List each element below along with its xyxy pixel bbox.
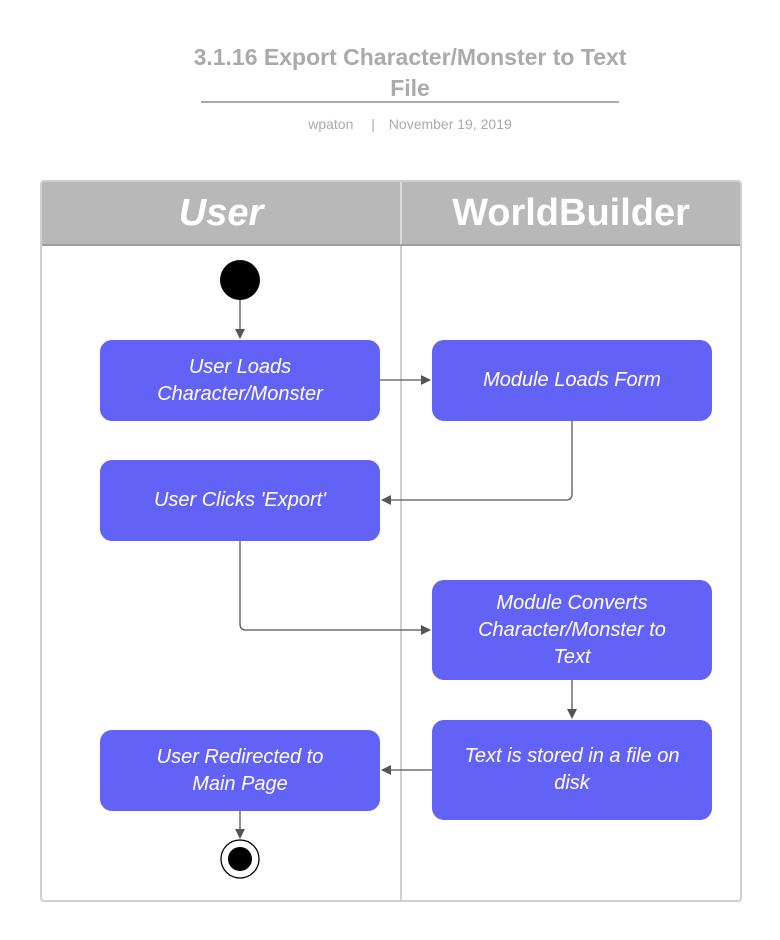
lane-header-user: User xyxy=(42,182,400,244)
diagram-date: November 19, 2019 xyxy=(388,116,512,132)
lane-header-worldbuilder: WorldBuilder xyxy=(402,182,740,244)
activity-user-loads-character: User Loads Character/Monster xyxy=(100,340,380,421)
diagram-title: 3.1.16 Export Character/Monster to Text … xyxy=(193,44,627,101)
lane-divider xyxy=(400,246,402,900)
end-node xyxy=(228,847,252,871)
activity-user-clicks-export: User Clicks 'Export' xyxy=(100,460,380,541)
lane-header-rule xyxy=(42,244,740,246)
activity-text-stored-on-disk: Text is stored in a file on disk xyxy=(432,720,712,820)
title-underline xyxy=(201,101,619,103)
author-name: wpaton xyxy=(308,116,354,132)
edge-module-loads-form-to-user-clicks xyxy=(381,421,573,505)
swimlane-frame: User WorldBuilder xyxy=(40,180,742,902)
diagram-meta: wpaton | November 19, 2019 xyxy=(180,116,640,132)
activity-user-redirected-to-main-page: User Redirected to Main Page xyxy=(100,730,380,811)
edge-user-clicks-to-module-converts xyxy=(239,541,431,635)
meta-separator: | xyxy=(371,116,375,132)
activity-module-converts-to-text: Module Converts Character/Monster to Tex… xyxy=(432,580,712,680)
start-node xyxy=(220,260,260,300)
lane-header-divider xyxy=(400,182,402,244)
activity-module-loads-form: Module Loads Form xyxy=(432,340,712,421)
